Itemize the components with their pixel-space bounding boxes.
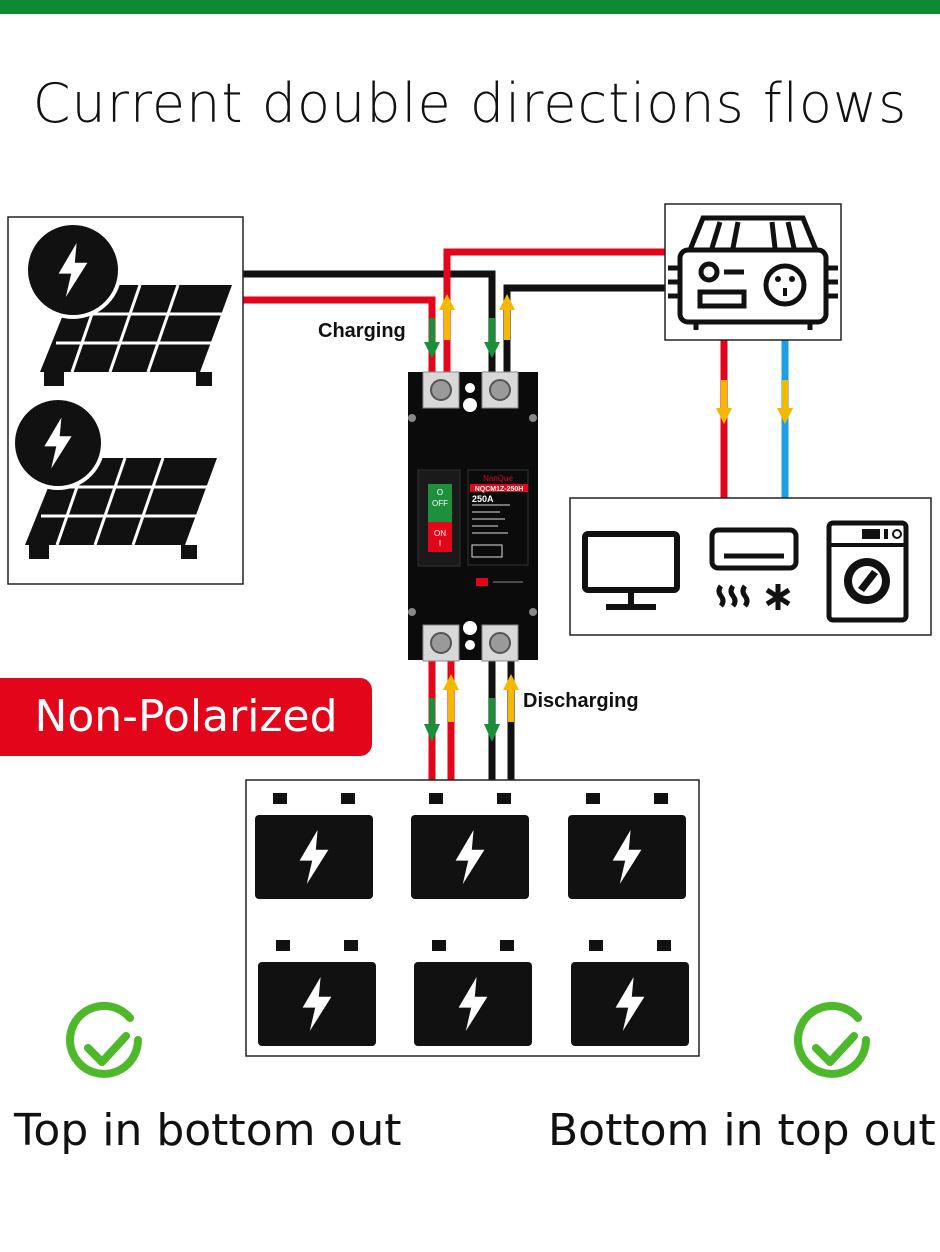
inverter-box <box>664 203 842 341</box>
breaker-on-i: I <box>439 539 441 548</box>
air-conditioner-icon <box>709 527 799 610</box>
breaker-on-label: ON <box>434 529 446 538</box>
inverter-icon <box>668 215 838 330</box>
check-circle-icon <box>794 1001 870 1078</box>
breaker-off-label: OFF <box>432 499 448 508</box>
battery-icon <box>258 940 376 1046</box>
output-arrow-left <box>439 294 455 340</box>
breaker-model: NQCM1Z-250H <box>475 486 524 493</box>
breaker-brand: NanQue <box>483 474 513 483</box>
charging-label: Charging <box>318 320 406 342</box>
output-arrow-right <box>499 294 515 340</box>
charging-arrow-left <box>424 318 440 358</box>
page-title: Current double directions flows <box>32 72 908 135</box>
discharging-label: Discharging <box>523 690 639 712</box>
discharge-arrow-left <box>424 698 440 742</box>
battery-icon <box>411 793 529 899</box>
solar-panels-box <box>7 216 244 585</box>
breaker-off-o: O <box>437 488 443 497</box>
footer-right-caption: Bottom in top out <box>548 1105 936 1156</box>
lightning-icon <box>24 221 122 319</box>
load-arrow-live <box>716 380 732 424</box>
load-arrow-neutral <box>777 380 793 424</box>
inverter-negative-wire <box>503 284 665 378</box>
top-accent-bar <box>0 0 940 14</box>
discharging-arrow-left <box>443 674 459 722</box>
check-circle-icon <box>66 1001 142 1078</box>
charging-arrow-right <box>484 318 500 358</box>
breaker-rating: 250A <box>472 494 494 504</box>
battery-icon <box>568 793 686 899</box>
loads-box <box>569 497 932 636</box>
washing-machine-icon <box>826 520 909 623</box>
discharging-arrow-right <box>503 674 519 722</box>
non-polarized-badge: Non-Polarized <box>0 678 372 756</box>
battery-icon <box>414 940 532 1046</box>
monitor-icon <box>582 531 680 610</box>
battery-icon <box>571 940 689 1046</box>
discharge-arrow-right <box>484 698 500 742</box>
lightning-icon <box>11 396 105 490</box>
battery-icon <box>255 793 373 899</box>
battery-bank-box <box>245 779 700 1057</box>
circuit-breaker <box>408 371 538 662</box>
footer-left-caption: Top in bottom out <box>14 1105 402 1156</box>
